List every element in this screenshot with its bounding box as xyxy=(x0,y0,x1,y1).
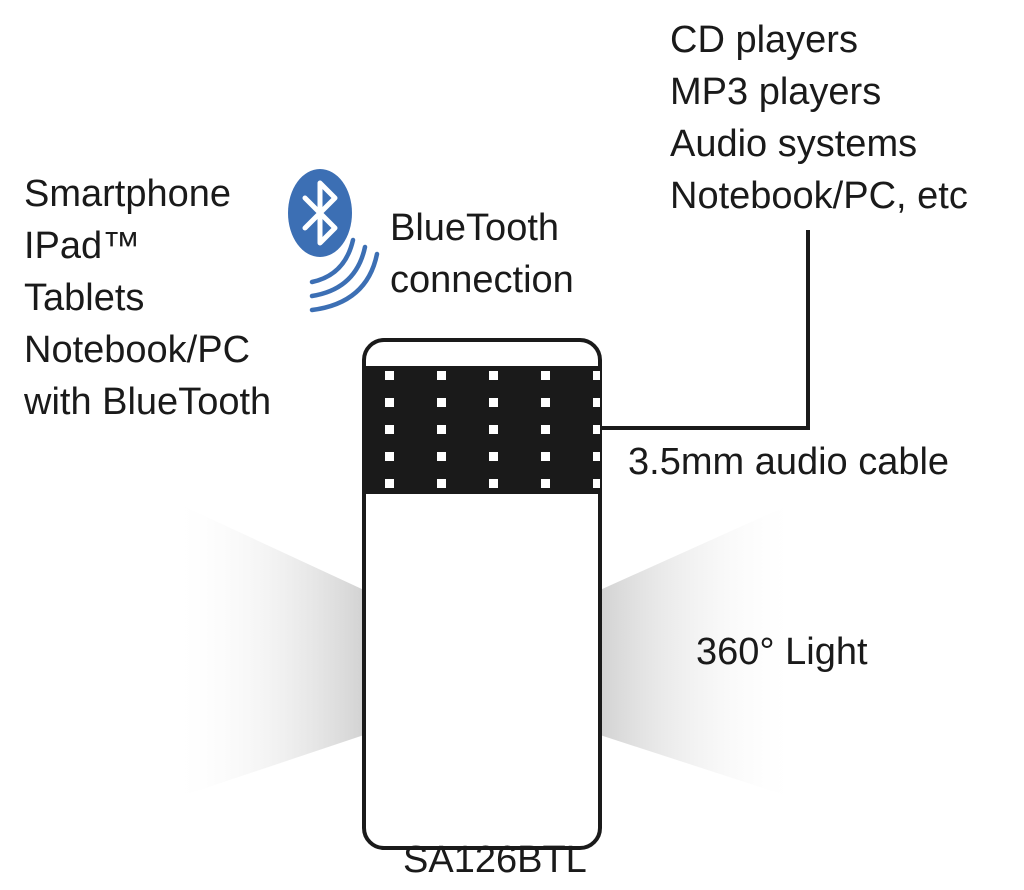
cable-device-item: Audio systems xyxy=(670,123,918,165)
bt-device-item: IPad™ xyxy=(24,225,141,267)
bt-device-item: Smartphone xyxy=(24,173,232,215)
light-label: 360° Light xyxy=(696,631,868,673)
speaker-grille-holes xyxy=(364,366,600,494)
audio-cable-line xyxy=(600,230,810,430)
bluetooth-connection-label: BlueTooth connection xyxy=(390,207,574,301)
cable-label: 3.5mm audio cable xyxy=(628,441,950,483)
light-beam-right xyxy=(600,500,800,800)
bluetooth-devices-list: Smartphone IPad™ Tablets Notebook/PC wit… xyxy=(24,168,271,428)
bluetooth-icon xyxy=(288,169,352,257)
signal-waves-icon xyxy=(309,237,380,313)
cable-devices-list: CD players MP3 players Audio systems Not… xyxy=(670,14,968,222)
light-beam-left xyxy=(170,500,364,800)
bt-device-item: Tablets xyxy=(24,277,145,319)
bt-device-item: Notebook/PC xyxy=(24,329,251,371)
cable-device-item: MP3 players xyxy=(670,71,882,113)
cable-device-item: Notebook/PC, etc xyxy=(670,175,968,217)
product-name-label: SA126BTL xyxy=(403,839,587,881)
bt-device-item: with BlueTooth xyxy=(24,381,272,423)
cable-device-item: CD players xyxy=(670,19,858,61)
